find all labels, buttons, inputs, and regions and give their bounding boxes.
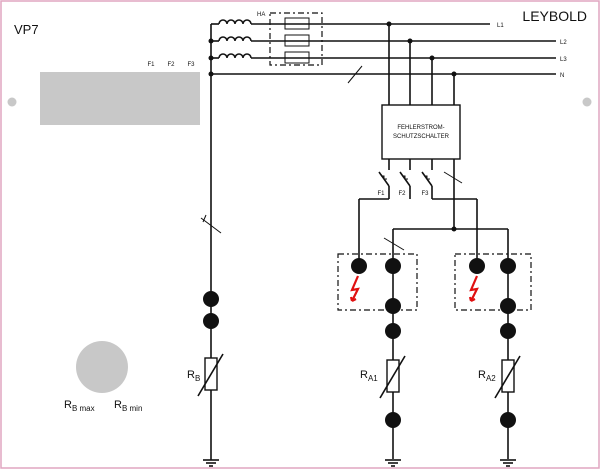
fuse-label-f1: F1 (147, 62, 155, 68)
fuse-label-f3: F3 (187, 62, 195, 68)
fuse-l1 (284, 17, 310, 30)
rcd-label-line2: SCHUTZSCHALTER (393, 134, 450, 140)
line-label-l2: L2 (560, 40, 567, 46)
fuse-l3 (284, 51, 310, 64)
breaker-label-f3: F3 (421, 191, 429, 197)
breaker-label-f2: F2 (398, 191, 406, 197)
ra2-label: RA2 (478, 369, 496, 383)
socket-box-1 (337, 253, 418, 311)
ground-icon-ra2 (500, 459, 516, 467)
terminal-s1-neutral[interactable] (385, 258, 401, 274)
terminal-s2-neutral[interactable] (500, 258, 516, 274)
terminal-s1-pe[interactable] (385, 298, 401, 314)
rb-min-label: RB min (114, 399, 142, 413)
display-window (40, 72, 200, 125)
rb-break-mark (200, 217, 222, 234)
mounting-hole-left (7, 97, 17, 107)
rb-branch (197, 214, 224, 397)
breaker-label-f1: F1 (377, 191, 385, 197)
terminal-s2-phase[interactable] (469, 258, 485, 274)
line-label-l1: L1 (497, 23, 504, 29)
terminal-rb-bottom[interactable] (203, 313, 219, 329)
rcd-feed (388, 24, 455, 105)
rcd-label-line1: FEHLERSTROM- (397, 125, 444, 131)
ra1-label: RA1 (360, 369, 378, 383)
n-line-break-mark (347, 65, 363, 84)
mounting-hole-right (582, 97, 592, 107)
fuse-l2 (284, 34, 310, 47)
line-label-l3: L3 (560, 57, 567, 63)
ground-symbols (203, 459, 516, 467)
terminal-rb-top[interactable] (203, 291, 219, 307)
terminal-ra1-top[interactable] (385, 323, 401, 339)
rb-adjust-knob[interactable] (76, 341, 128, 393)
brand-label: LEYBOLD (522, 8, 587, 24)
model-label: VP7 (14, 22, 39, 37)
terminal-ra2-bottom[interactable] (500, 412, 516, 428)
fault-icon-1 (349, 275, 360, 302)
fault-icon-2 (468, 275, 479, 302)
socket-box-2 (454, 253, 532, 311)
terminal-ra1-bottom[interactable] (385, 412, 401, 428)
terminal-s1-phase[interactable] (351, 258, 367, 274)
terminal-ra2-top[interactable] (500, 323, 516, 339)
house-connection-box (269, 12, 323, 66)
line-label-n: N (560, 73, 564, 79)
ground-icon-rb (203, 459, 219, 467)
house-connection-label: HA (257, 12, 265, 18)
terminal-s2-pe[interactable] (500, 298, 516, 314)
ground-icon-ra1 (385, 459, 401, 467)
rb-max-label: RB max (64, 399, 95, 413)
rb-label: RB (187, 369, 200, 383)
fuse-label-f2: F2 (167, 62, 175, 68)
residual-current-device (381, 104, 461, 160)
socket-terminals (203, 258, 516, 428)
